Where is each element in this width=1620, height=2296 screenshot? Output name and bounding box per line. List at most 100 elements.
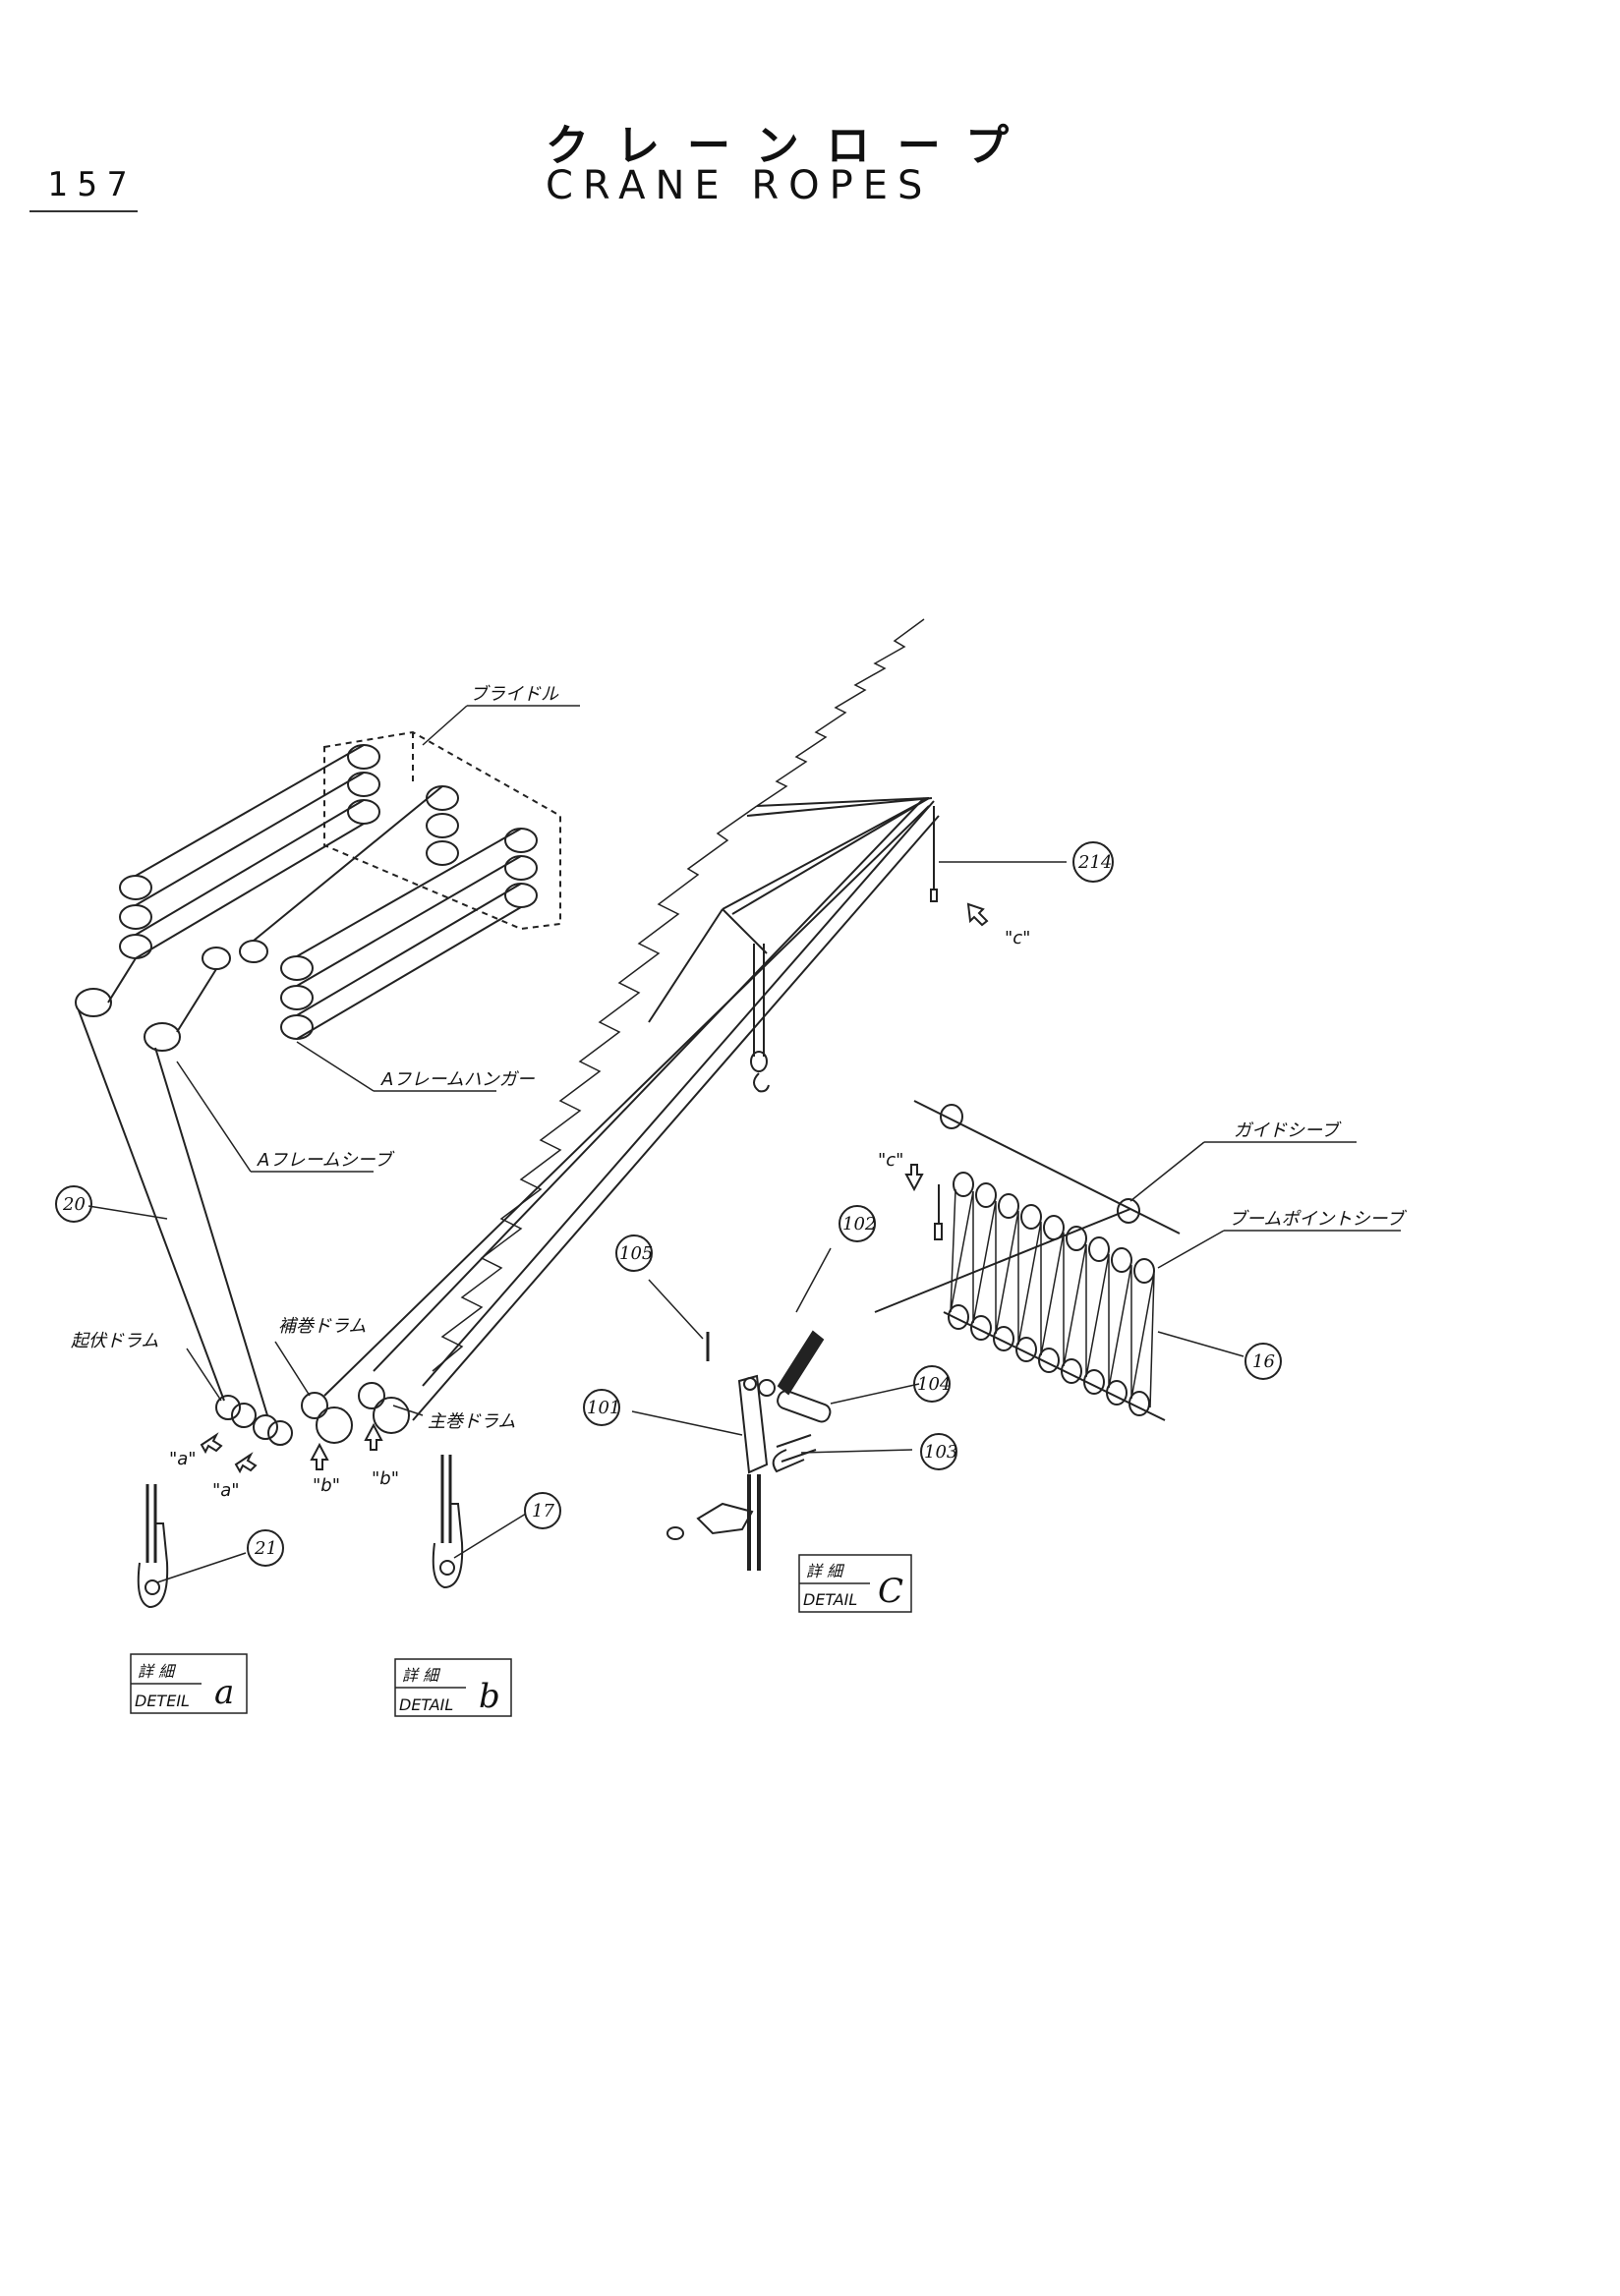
sheave	[426, 785, 459, 811]
view-marker-a: "a"	[212, 1480, 240, 1501]
boom-chord	[323, 805, 930, 1397]
detail-b-en: DETAIL	[399, 1695, 453, 1714]
sheave	[504, 828, 538, 853]
detail-c-letter: C	[878, 1572, 903, 1611]
sheave	[347, 799, 380, 825]
sheave	[1111, 1247, 1132, 1273]
label-guide-sheave: ガイドシーブ	[1234, 1120, 1342, 1141]
leader-line	[1157, 1230, 1225, 1269]
hook	[753, 1072, 770, 1093]
point-sheave-assembly	[874, 1100, 1181, 1421]
sheave	[1128, 1391, 1150, 1416]
sheave	[1061, 1358, 1082, 1384]
sheave	[426, 840, 459, 866]
boom-chord	[422, 800, 935, 1387]
callout-103: 103	[924, 1442, 957, 1463]
callout-circle-214	[1072, 841, 1114, 883]
socket-pin-hole	[439, 1560, 455, 1576]
leader-line	[1129, 1141, 1205, 1202]
boom-chord	[731, 797, 930, 915]
a-frame-hanger-assembly	[119, 744, 522, 1040]
bridle-sheaves	[347, 744, 538, 908]
sheave-shaft	[913, 1100, 1181, 1234]
boom-chord	[746, 797, 933, 817]
socket-pin-hole	[758, 1379, 776, 1397]
rope	[78, 1009, 225, 1402]
whip-end-fitting	[934, 1223, 943, 1240]
boom-hoist-drum	[215, 1395, 241, 1420]
sheave	[280, 955, 314, 981]
arrow-icon	[310, 1442, 329, 1470]
callout-21: 21	[254, 1538, 277, 1559]
socket-pin-hole	[743, 1377, 757, 1391]
callout-102: 102	[842, 1214, 876, 1234]
a-frame-sheaves	[75, 957, 268, 1416]
sheave	[426, 813, 459, 838]
sheave	[1015, 1337, 1037, 1362]
leader-line	[274, 1341, 311, 1397]
callout-101: 101	[587, 1398, 620, 1418]
page-number-underline	[29, 210, 138, 212]
sheave	[75, 988, 112, 1017]
leader-line	[795, 1247, 832, 1313]
sheave	[1043, 1215, 1065, 1240]
leader-line	[800, 1449, 913, 1454]
sheave	[1083, 1369, 1105, 1395]
wedge	[777, 1330, 825, 1396]
bridle-assembly	[323, 730, 561, 931]
label-a-frame-hanger: Aフレームハンガー	[380, 1069, 536, 1090]
boom-lacing	[432, 805, 758, 1372]
aux-drum	[316, 1406, 353, 1444]
socket	[137, 1522, 169, 1609]
sheave	[953, 1172, 974, 1197]
leader-line	[176, 1061, 252, 1173]
reeving-rope	[135, 744, 365, 877]
boom-hoist-drum-2	[267, 1420, 293, 1446]
arrow-icon	[234, 1452, 258, 1474]
sheave	[948, 1304, 969, 1330]
aux-drum	[301, 1392, 328, 1419]
sheave	[1066, 1226, 1087, 1251]
detail-a-letter: a	[214, 1673, 234, 1712]
drum-group	[215, 1382, 410, 1446]
label-aux-drum: 補巻ドラム	[278, 1316, 366, 1337]
main-drum	[373, 1397, 410, 1434]
detail-c-jp: 詳 細	[806, 1562, 845, 1580]
view-marker-b: "b"	[372, 1468, 399, 1489]
callout-circle-20	[55, 1185, 92, 1223]
sheave	[975, 1182, 997, 1208]
sheave	[1088, 1236, 1110, 1262]
callout-circle-104	[913, 1365, 951, 1403]
leader-line	[648, 1279, 704, 1340]
sheave	[1133, 1258, 1155, 1284]
sheave	[970, 1315, 992, 1341]
leader-line	[830, 1383, 920, 1405]
sheave	[1020, 1204, 1042, 1230]
reeving-rope	[296, 906, 522, 1040]
clip	[696, 1502, 754, 1535]
boom-hoist-drum	[231, 1403, 257, 1428]
guide-sheave	[940, 1104, 963, 1129]
sheave	[504, 855, 538, 881]
leader-line	[296, 1041, 375, 1092]
reeving-rope	[253, 785, 443, 942]
view-marker-c: "c"	[878, 1150, 903, 1171]
callout-circle-17	[524, 1492, 561, 1529]
boom-lacing	[756, 618, 925, 807]
view-arrows	[200, 902, 989, 1474]
label-boom-point-sheave: ブームポイントシーブ	[1229, 1209, 1407, 1230]
whip-line-end	[930, 889, 938, 902]
view-marker-b: "b"	[313, 1475, 340, 1496]
boom-chord	[412, 815, 940, 1421]
arrow-icon	[200, 1432, 223, 1455]
callout-104: 104	[917, 1374, 951, 1395]
view-marker-c: "c"	[1005, 928, 1030, 948]
sheave	[280, 1014, 314, 1040]
bridle-frame	[323, 730, 561, 931]
callout-circle-103	[920, 1433, 957, 1470]
callout-circle-21	[247, 1529, 284, 1567]
sheave	[144, 1022, 181, 1052]
wedge-socket-detail	[666, 1330, 832, 1571]
view-marker-a: "a"	[169, 1449, 197, 1469]
